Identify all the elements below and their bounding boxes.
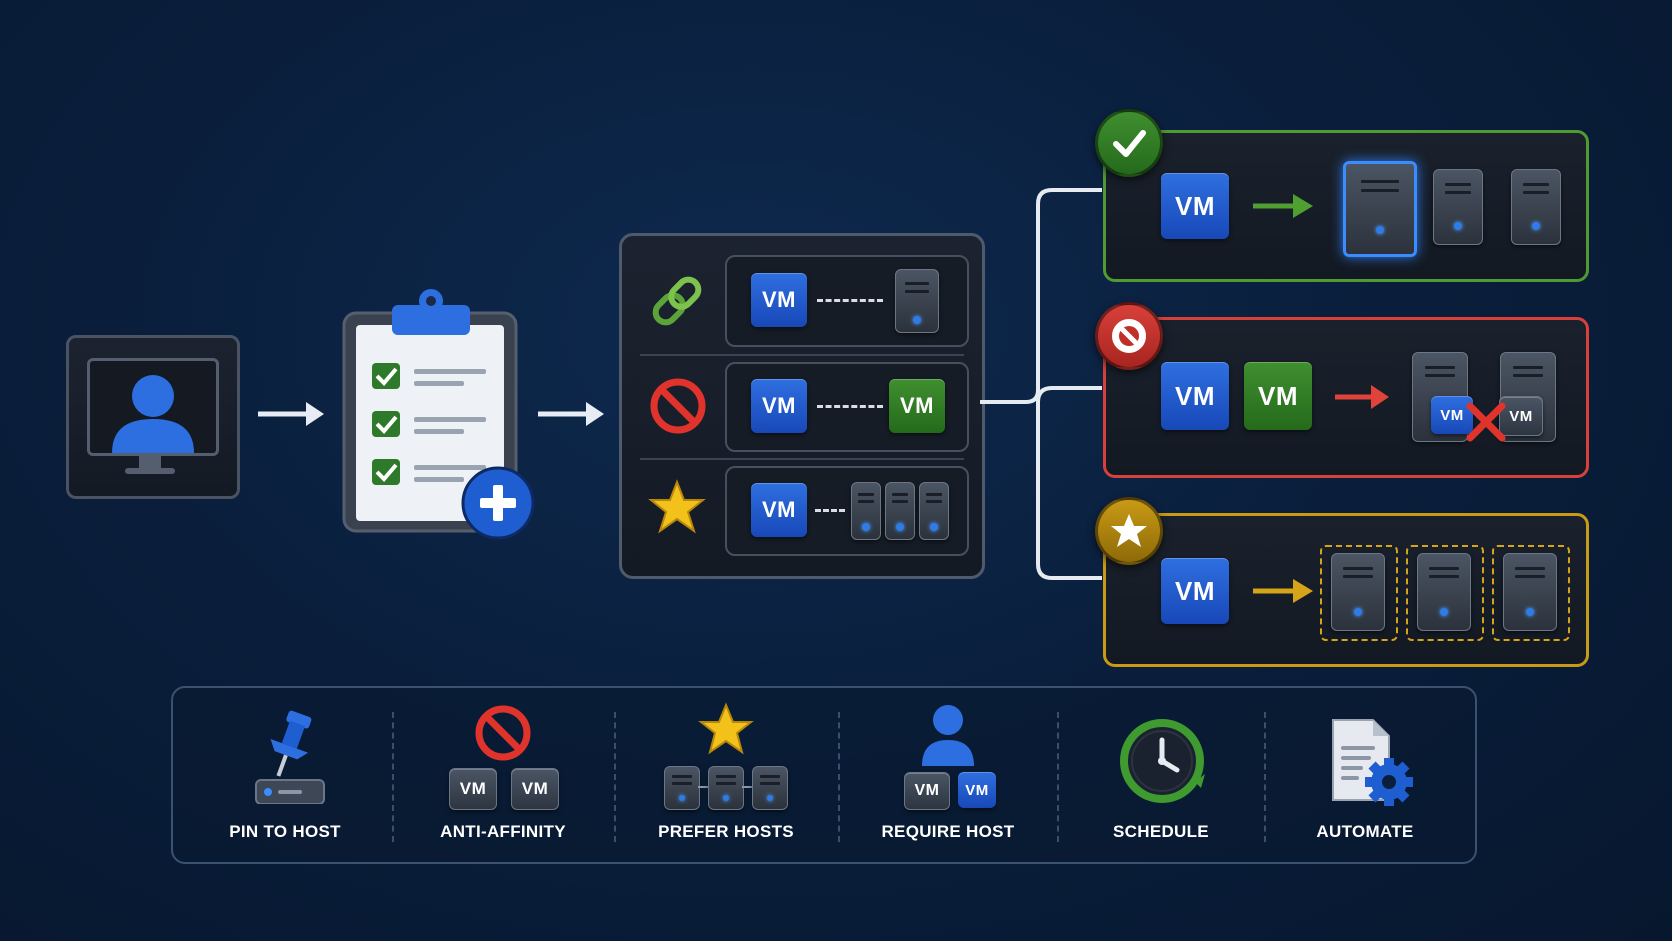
server-icon	[752, 766, 788, 810]
legend-item-require-host[interactable]: VM VM REQUIRE HOST	[858, 700, 1038, 850]
arrow-right-icon	[538, 402, 604, 426]
legend-label: PIN TO HOST	[229, 822, 341, 841]
user-monitor-panel	[66, 335, 240, 499]
server-icon	[1503, 553, 1557, 631]
vm-block: VM	[1431, 396, 1473, 434]
vm-block: VM	[751, 273, 807, 327]
server-icon	[1417, 553, 1471, 631]
user-icon	[112, 375, 194, 453]
arrow-right-icon	[1253, 194, 1313, 218]
server-selected	[1343, 161, 1417, 257]
rule-row-prefer: VM	[725, 466, 969, 556]
prohibited-icon	[475, 705, 531, 761]
star-badge-icon	[1095, 497, 1163, 565]
arrow-right-icon	[1335, 385, 1389, 409]
vm-block: VM	[1161, 173, 1229, 239]
legend-item-automate[interactable]: AUTOMATE	[1275, 700, 1455, 850]
vm-block: VM	[511, 768, 559, 810]
server-icon	[895, 269, 939, 333]
add-icon	[461, 466, 535, 540]
prohibited-icon	[650, 378, 706, 434]
arrow-right-icon	[258, 402, 324, 426]
legend-item-prefer-hosts[interactable]: PREFER HOSTS	[636, 700, 816, 850]
vm-block: VM	[751, 483, 807, 537]
clipboard-checklist	[340, 285, 540, 545]
close-icon	[1466, 402, 1506, 442]
pushpin-icon	[255, 710, 325, 804]
rules-panel: VM VM VM VM	[619, 233, 985, 579]
legend-item-anti-affinity[interactable]: VM VM ANTI-AFFINITY	[413, 700, 593, 850]
server-icon	[664, 766, 700, 810]
vm-block: VM	[958, 772, 996, 808]
star-icon	[648, 479, 706, 534]
legend-label: SCHEDULE	[1113, 822, 1209, 841]
vm-block: VM	[1161, 362, 1229, 430]
vm-block: VM	[449, 768, 497, 810]
arrow-right-icon	[1253, 579, 1313, 603]
legend-label: AUTOMATE	[1316, 822, 1414, 841]
vm-block: VM	[1244, 362, 1312, 430]
outcome-anti-affinity-panel: VM VM VM VM	[1103, 317, 1589, 478]
legend-item-pin-to-host[interactable]: PIN TO HOST	[195, 700, 375, 850]
server-icon	[851, 482, 881, 540]
check-icon	[372, 363, 400, 485]
vm-block: VM	[904, 772, 950, 810]
user-icon	[922, 705, 974, 766]
star-icon	[698, 702, 754, 755]
server-icon	[708, 766, 744, 810]
server-icon	[919, 482, 949, 540]
check-badge-icon	[1095, 109, 1163, 177]
server-icon	[885, 482, 915, 540]
vm-block: VM	[1499, 396, 1543, 436]
server-icon	[1433, 169, 1483, 245]
legend-bar	[171, 686, 1477, 864]
outcome-prefer-panel: VM	[1103, 513, 1589, 667]
legend-label: ANTI-AFFINITY	[440, 822, 566, 841]
rule-row-anti-affinity: VM VM	[725, 362, 969, 452]
server-icon	[1511, 169, 1561, 245]
connector-lines	[980, 188, 1102, 580]
vm-block: VM	[889, 379, 945, 433]
legend-item-schedule[interactable]: SCHEDULE	[1071, 700, 1251, 850]
chain-link-icon	[652, 276, 702, 326]
vm-block: VM	[1161, 558, 1229, 624]
clock-icon	[1120, 719, 1205, 803]
legend-label: REQUIRE HOST	[881, 822, 1015, 841]
rule-row-affinity: VM	[725, 255, 969, 347]
legend-label: PREFER HOSTS	[658, 822, 794, 841]
server-icon	[1331, 553, 1385, 631]
monitor-icon	[87, 358, 219, 456]
document-gear-icon	[1332, 719, 1413, 806]
vm-block: VM	[751, 379, 807, 433]
prohibited-badge-icon	[1095, 302, 1163, 370]
outcome-affinity-panel: VM	[1103, 130, 1589, 282]
